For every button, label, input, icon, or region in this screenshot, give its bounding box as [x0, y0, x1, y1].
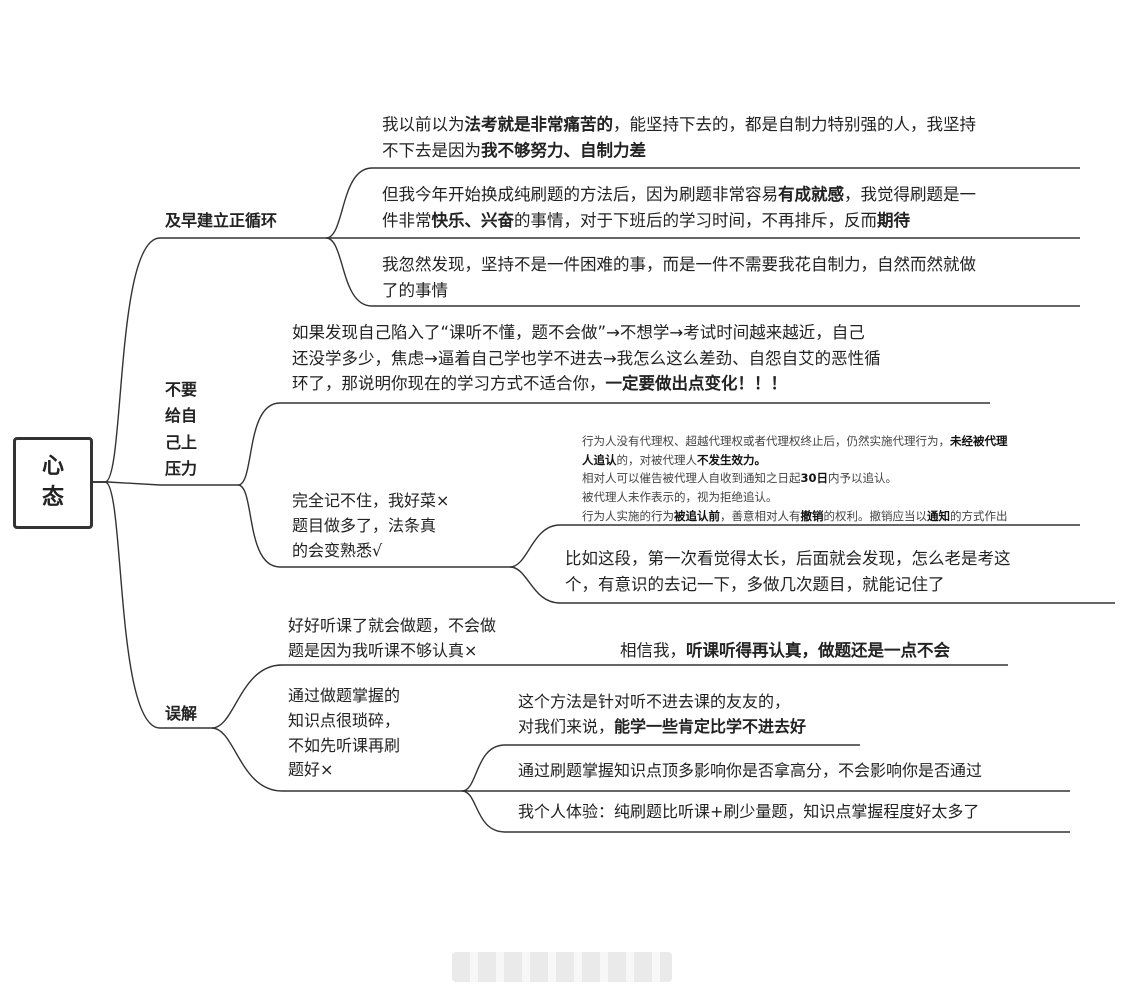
root-node-mindset: 心 态	[13, 437, 93, 529]
law-text-excerpt: 行为人没有代理权、超越代理权或者代理权终止后，仍然实施代理行为，未经被代理 人追…	[582, 434, 1008, 523]
connector-b3-n2	[211, 727, 462, 792]
connector-n2-law	[509, 524, 1080, 568]
note-past-belief: 我以前以为法考就是非常痛苦的，能坚持下去的，都是自制力特别强的人，我坚持 不下去…	[382, 115, 976, 160]
branch-label-misconception: 误解	[165, 704, 198, 723]
branch-b2-line2: 给自	[165, 406, 198, 426]
note-reply-high-score: 通过刷题掌握知识点顶多影响你是否拿高分，不会影响你是否通过	[518, 761, 983, 780]
note-reply-personal-experience: 我个人体验：纯刷题比听课+刷少量题，知识点掌握程度好太多了	[518, 802, 980, 821]
connector-root-b3	[93, 481, 212, 729]
branch-b2-line3: 己上	[165, 432, 198, 452]
connector-root-b1	[93, 237, 326, 483]
connector-b1-n3	[325, 237, 1080, 307]
note-misconception-fragmented: 通过做题掌握的 知识点很琐碎， 不如先听课再刷 题好×	[288, 686, 401, 780]
note-reply-trust-me: 相信我，听课听得再认真，做题还是一点不会	[620, 641, 950, 660]
note-reply-method-target: 这个方法是针对听不进去课的友友的， 对我们来说，能学一些肯定比学不进去好	[518, 692, 807, 736]
root-label-line2: 态	[41, 485, 64, 510]
note-example-this-passage: 比如这段，第一次看觉得太长，后面就会发现，怎么老是考这 个，有意识的去记一下，多…	[565, 549, 1011, 594]
note-brushing-questions: 但我今年开始换成纯刷题的方法后，因为刷题非常容易有成就感，我觉得刷题是一 件非常…	[382, 185, 976, 230]
branch-label-no-pressure: 不要 给自 己上 压力	[165, 377, 197, 483]
branch-b2-line4: 压力	[165, 459, 198, 479]
connector-n2-r3	[461, 790, 1070, 833]
connector-n2-r1	[461, 744, 860, 792]
watermark-blur	[452, 952, 672, 982]
connector-b2-n1	[237, 402, 990, 486]
connector-b3-n1	[211, 664, 1008, 729]
root-label-line1: 心	[41, 454, 64, 480]
connector-n2-example	[509, 566, 1115, 604]
note-vicious-cycle: 如果发现自己陷入了“课听不懂，题不会做”→不想学→考试时间越来越近，自己 还没学…	[292, 323, 881, 394]
connector-b1-n1	[325, 167, 1080, 239]
note-cannot-remember: 完全记不住，我好菜× 题目做多了，法条真 的会变熟悉√	[292, 491, 450, 560]
note-misconception-listening: 好好听课了就会做题，不会做 题是因为我听课不够认真×	[288, 616, 497, 660]
branch-b2-line1: 不要	[165, 380, 198, 399]
branch-label-positive-cycle: 及早建立正循环	[165, 211, 278, 230]
connector-b2-n2	[237, 484, 510, 568]
note-persistence-realization: 我忽然发现，坚持不是一件困难的事，而是一件不需要我花自制力，自然而然就做 了的事…	[382, 255, 976, 300]
